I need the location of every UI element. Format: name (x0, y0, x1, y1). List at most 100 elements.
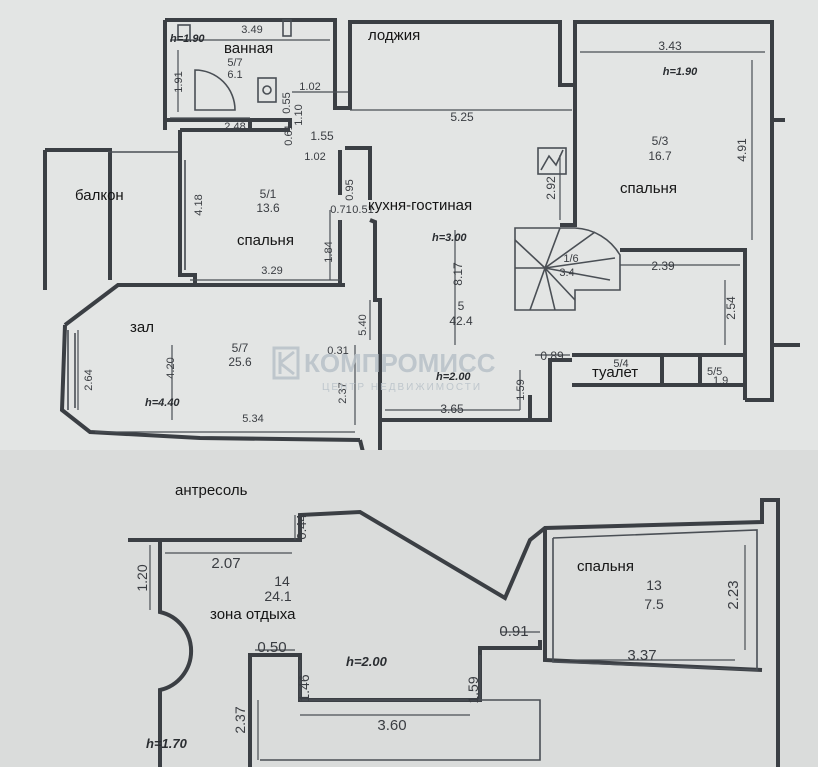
toilet-area-id: 5/4 (613, 358, 628, 370)
toilet-label: туалет (592, 364, 638, 381)
bedroom-right-height: h=1.90 (663, 66, 698, 78)
balcony-walls (43, 148, 112, 290)
mezzanine-bedroom-area: 7.5 (644, 596, 664, 612)
mezzanine-bedroom-dim-bottom: 3.37 (627, 647, 656, 664)
kitchen-dim-stove: 2.92 (544, 176, 558, 200)
watermark: КОМПРОМИСС ЦЕНТР НЕДВИЖИМОСТИ (272, 346, 496, 393)
corridor-dim-8: 0.51 (352, 204, 373, 216)
toilet-dim-side: 2.54 (724, 296, 738, 320)
corridor-dim-1: 1.02 (299, 81, 320, 93)
kitchen-height: h=3.00 (432, 232, 467, 244)
kitchen-dim-left: 5.40 (357, 314, 369, 335)
hall-height: h=4.40 (145, 397, 180, 409)
kitchen-dim-small: 1.59 (515, 379, 527, 400)
bedroom-right-label: спальня (620, 180, 677, 197)
stairs-area: 3.4 (559, 267, 574, 279)
floor-1-paper (0, 0, 818, 450)
rest-zone-dim-a: 0.50 (257, 639, 286, 656)
hall-dim-bottom: 5.34 (242, 413, 263, 425)
bedroom-mid-dim-left: 4.18 (193, 194, 205, 215)
rest-zone-height: h=2.00 (346, 654, 388, 669)
hall-window (67, 330, 76, 410)
kitchen-area: 42.4 (449, 314, 473, 328)
kitchen-walls (345, 85, 747, 345)
corridor-dim-3: 0.55 (281, 92, 293, 113)
bedroom-right-area-id: 5/3 (652, 134, 669, 148)
corridor-dim-6: 0.61 (283, 124, 295, 145)
right-wall-stub (743, 118, 800, 400)
bathroom-label: ванная (224, 40, 273, 57)
bathroom-dim-top: 3.49 (241, 24, 262, 36)
mezzanine-dimension-lines (149, 515, 746, 760)
kitchen-area-id: 5 (458, 299, 465, 313)
kitchen-dim-top: 5.25 (450, 110, 474, 124)
toilet-area-2: 1.9 (713, 375, 728, 387)
hall-dim-left: 2.64 (83, 369, 95, 390)
kitchen-bottom-walls (380, 358, 572, 422)
toilet-area-id-2: 5/5 (707, 366, 722, 378)
hall-area: 25.6 (228, 355, 252, 369)
bathroom-fixtures (177, 19, 292, 111)
mezzanine-bedroom-dim-left: 0.91 (499, 623, 528, 640)
kitchen-dim-bottom: 3.65 (440, 402, 464, 416)
mezzanine-bedroom-label: спальня (577, 558, 634, 575)
bathroom-dim-side: 1.91 (173, 71, 185, 92)
mezzanine-lower-wall (260, 699, 541, 761)
hall-dim-right: 2.37 (337, 382, 349, 403)
kitchen-height-low: h=2.00 (436, 371, 471, 383)
mezzanine-bedroom-dim-side: 2.23 (725, 580, 742, 609)
bedroom-right-dim-top: 3.43 (658, 39, 682, 53)
rest-zone-label: зона отдыха (210, 606, 296, 623)
rest-zone-height-low: h=1.70 (146, 736, 188, 751)
bedroom-mid-area-id: 5/1 (260, 187, 277, 201)
rest-zone-dim-top: 2.07 (211, 555, 240, 572)
toilet-walls (572, 353, 745, 387)
bedroom-mid-dim-side: 1.84 (323, 241, 335, 262)
watermark-brand: КОМПРОМИСС (304, 348, 496, 378)
rest-zone-dim-c: 3.60 (377, 717, 406, 734)
rest-zone-dim-left: 1.20 (134, 564, 150, 591)
bedroom-right-area: 16.7 (648, 149, 672, 163)
bedroom-right-dim-bottom: 2.39 (651, 259, 675, 273)
hall-dim-small: 0.31 (327, 345, 348, 357)
rest-zone-dim-top-small: 0.44 (294, 514, 309, 539)
mezzanine-bedroom-area-id: 13 (646, 577, 662, 593)
rest-zone-dim-b: 1.46 (296, 674, 312, 701)
loggia-label: лоджия (368, 27, 420, 44)
bathroom-area-id: 5/7 (227, 57, 242, 69)
bathroom-height: h=1.90 (170, 33, 205, 45)
toilet-dim-left: 0.89 (540, 349, 564, 363)
bedroom-right-dim-side: 4.91 (735, 138, 749, 162)
balcony-label: балкон (75, 187, 124, 204)
rest-zone-dim-e: 2.37 (232, 706, 248, 733)
hall-area-id: 5/7 (232, 341, 249, 355)
mezzanine-walls (128, 498, 780, 767)
mezzanine-paper (0, 450, 818, 767)
corridor-dim-4: 1.55 (310, 129, 334, 143)
mezzanine-bedroom-wall (552, 529, 758, 671)
kitchen-dim-side: 8.17 (451, 262, 465, 286)
bathroom-dim-bottom: 2.48 (224, 121, 245, 133)
watermark-logo-icon (272, 346, 300, 380)
bathroom-walls (163, 20, 337, 128)
floor-1-plan: ванная 3.49 h=1.90 5/7 6.1 1.91 2.48 1.0… (0, 0, 818, 462)
bedroom-mid-label: спальня (237, 232, 294, 249)
stairs-area-id: 1/6 (563, 253, 578, 265)
hall-dim-mid: 4.20 (165, 357, 177, 378)
mezzanine-title: антресоль (175, 482, 248, 499)
spiral-stairs-icon (514, 227, 621, 311)
corridor-dim-2: 1.10 (293, 104, 305, 125)
corridor-dim-7: 0.71 (330, 204, 351, 216)
watermark-tagline: ЦЕНТР НЕДВИЖИМОСТИ (322, 382, 482, 393)
bedroom-mid-area: 13.6 (256, 201, 280, 215)
rest-zone-area: 24.1 (264, 588, 291, 604)
kitchen-label: кухня-гостиная (368, 197, 472, 214)
corridor-dim-9: 0.95 (344, 179, 356, 200)
rest-zone-area-id: 14 (274, 573, 290, 589)
bathroom-area: 6.1 (227, 69, 242, 81)
hall-label: зал (130, 319, 154, 336)
rest-zone-dim-d: 1.59 (465, 676, 481, 703)
mezzanine-plan: антресоль 2.07 0.44 1.20 14 24.1 зона от… (0, 450, 818, 767)
dimension-lines (77, 39, 765, 433)
